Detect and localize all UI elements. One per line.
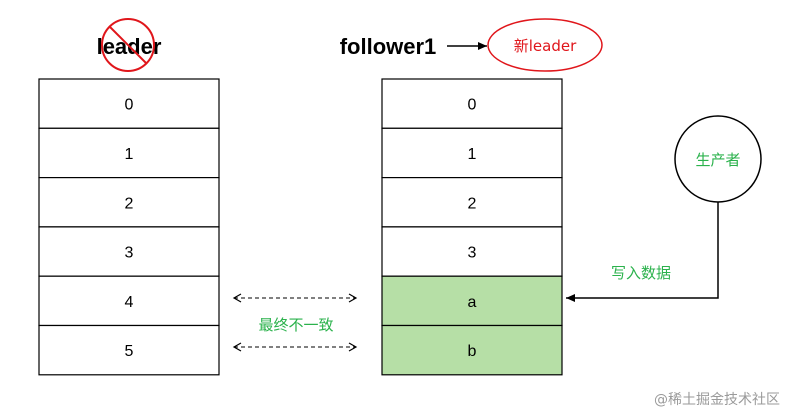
prohibited-icon <box>101 18 155 72</box>
write-label: 写入数据 <box>611 264 671 282</box>
follower-cell-4 <box>381 275 563 327</box>
watermark: @稀土掘金技术社区 <box>654 392 780 408</box>
new-leader-label: 新leader <box>514 37 577 55</box>
follower-cell-3 <box>381 226 563 277</box>
leader-cell-2 <box>38 177 220 228</box>
follower1-title: follower1 <box>340 34 437 59</box>
follower-cell-label-1: 1 <box>468 146 477 163</box>
leader-cell-label-3: 3 <box>125 245 134 262</box>
follower-cell-label-5: b <box>468 343 477 360</box>
leader-cell-label-5: 5 <box>125 343 134 360</box>
follower-cell-label-4: a <box>468 294 477 311</box>
leader-cell-label-1: 1 <box>125 146 134 163</box>
follower-cell-label-0: 0 <box>468 97 477 114</box>
follower-cell-label-2: 2 <box>468 195 477 212</box>
follower-cell-1 <box>381 127 563 179</box>
follower-log-stack: 0 1 2 3 a b <box>381 78 563 376</box>
follower-cell-5 <box>381 324 563 376</box>
follower-cell-2 <box>381 177 563 228</box>
leader-cell-label-4: 4 <box>125 294 134 311</box>
new-leader-badge <box>487 18 603 72</box>
leader-cell-5 <box>38 324 220 376</box>
leader-cell-4 <box>38 275 220 327</box>
leader-cell-label-2: 2 <box>125 195 134 212</box>
producer-label: 生产者 <box>695 151 740 169</box>
leader-cell-label-0: 0 <box>125 97 134 114</box>
leader-cell-0 <box>38 78 220 129</box>
follower-cell-label-3: 3 <box>468 245 477 262</box>
write-arrow <box>566 202 719 302</box>
leader-cell-3 <box>38 226 220 277</box>
leader-log-stack: 0 1 2 3 4 5 <box>38 78 220 376</box>
inconsistent-label: 最终不一致 <box>258 316 333 334</box>
